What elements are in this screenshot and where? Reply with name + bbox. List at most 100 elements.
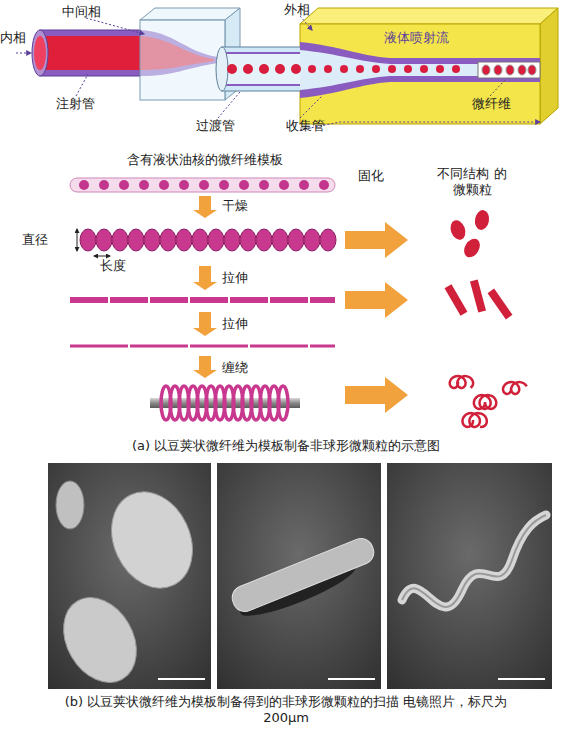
fiber-core — [494, 65, 502, 75]
fiber-segment — [250, 345, 308, 348]
oval-particle — [473, 209, 490, 231]
particle-group: 不同结构 的微颗粒 — [432, 166, 512, 198]
oil-droplet — [372, 65, 380, 73]
cure-arrow — [345, 222, 408, 258]
bead — [176, 229, 192, 251]
oval-particle — [461, 236, 483, 260]
fiber-segment — [310, 345, 335, 348]
bead — [240, 229, 256, 251]
cure-arrow — [345, 282, 408, 318]
label-text: 收集管 — [286, 118, 325, 134]
oil-core — [79, 180, 89, 190]
oil-droplet — [227, 64, 237, 74]
oil-core — [259, 180, 269, 190]
step-arrow — [193, 266, 217, 290]
fiber-segment — [70, 345, 128, 348]
dried-fiber — [80, 229, 336, 251]
bead — [288, 229, 304, 251]
fiber-segment — [230, 297, 268, 303]
glass-box — [140, 20, 225, 100]
helix-particle — [402, 515, 546, 607]
oil-core — [199, 180, 209, 190]
bead — [128, 229, 144, 251]
stretched-fiber — [70, 297, 335, 303]
step-arrow — [193, 356, 217, 378]
fiber-template — [70, 178, 335, 192]
injection-tube — [40, 30, 140, 76]
fiber-segment — [270, 297, 308, 303]
helix-edge — [402, 515, 546, 607]
jet-core — [300, 50, 540, 90]
bead — [96, 229, 112, 251]
label-text: 注射管 — [56, 96, 95, 112]
leader-line — [218, 92, 240, 118]
fiber-segment — [190, 345, 248, 348]
oil-droplet — [452, 65, 460, 73]
oil-core — [319, 180, 329, 190]
leader-line — [16, 53, 31, 54]
oil-droplet — [324, 65, 332, 73]
oil-droplet — [356, 65, 364, 73]
leader-line — [76, 74, 88, 96]
scale-bar — [498, 678, 545, 680]
process-arrows — [193, 196, 408, 413]
oval-particle — [56, 481, 84, 529]
bead — [208, 229, 224, 251]
oil-core — [139, 180, 149, 190]
oil-droplet — [259, 64, 269, 74]
sem-photo — [217, 463, 381, 689]
node-heading: 不同结构 的微颗粒 — [432, 166, 512, 198]
helix-particle — [450, 376, 473, 388]
oil-droplets — [227, 64, 536, 75]
sem-photo — [387, 463, 552, 689]
label-text: (a) 以豆荚状微纤维为模板制备非球形微颗粒的示意图 — [0, 438, 572, 454]
bead — [80, 229, 96, 251]
fiber-segment — [150, 297, 188, 303]
microfiber-end — [478, 62, 540, 78]
rod-particle — [445, 284, 468, 316]
oil-droplet — [388, 65, 396, 73]
outer-flow-arrow — [300, 122, 540, 130]
oil-core — [219, 180, 229, 190]
transition-tube — [222, 47, 304, 91]
leader-line — [300, 96, 322, 118]
helix-particle — [462, 413, 486, 427]
label-text: 直径 — [22, 232, 48, 248]
bead — [112, 229, 128, 251]
box-side — [540, 8, 558, 124]
oil-droplet — [275, 64, 285, 74]
oil-core — [159, 180, 169, 190]
label-text: 拉伸 — [222, 270, 248, 286]
rod-particle — [488, 289, 513, 320]
oil-droplet — [404, 65, 412, 73]
bead — [256, 229, 272, 251]
label-text: 干燥 — [222, 198, 248, 214]
oil-droplet — [243, 64, 253, 74]
oil-droplet — [420, 65, 428, 73]
tube-bore — [34, 36, 46, 70]
bead — [144, 229, 160, 251]
fiber-core — [518, 65, 526, 75]
wound-fiber — [161, 386, 288, 420]
inner-phase — [40, 36, 140, 70]
oil-droplet — [436, 65, 444, 73]
scale-bar — [158, 678, 205, 680]
oil-droplet — [308, 65, 316, 73]
oil-droplet — [340, 65, 348, 73]
cure-arrow — [345, 377, 408, 413]
helix-particle — [474, 395, 496, 409]
outer-sheath — [300, 42, 540, 98]
label-text: 长度 — [100, 258, 126, 274]
label-text: 内相 — [0, 30, 26, 46]
box-top — [300, 8, 558, 24]
fiber-core — [482, 65, 490, 75]
label-text: 固化 — [358, 168, 384, 184]
leader-line — [86, 18, 144, 34]
stretched-fiber — [70, 345, 335, 348]
dimension-line — [77, 229, 78, 251]
node-heading: 含有液状油核的微纤维模板 — [70, 152, 340, 168]
glass-top — [140, 8, 240, 20]
rod-particle — [229, 535, 378, 615]
bead — [192, 229, 208, 251]
